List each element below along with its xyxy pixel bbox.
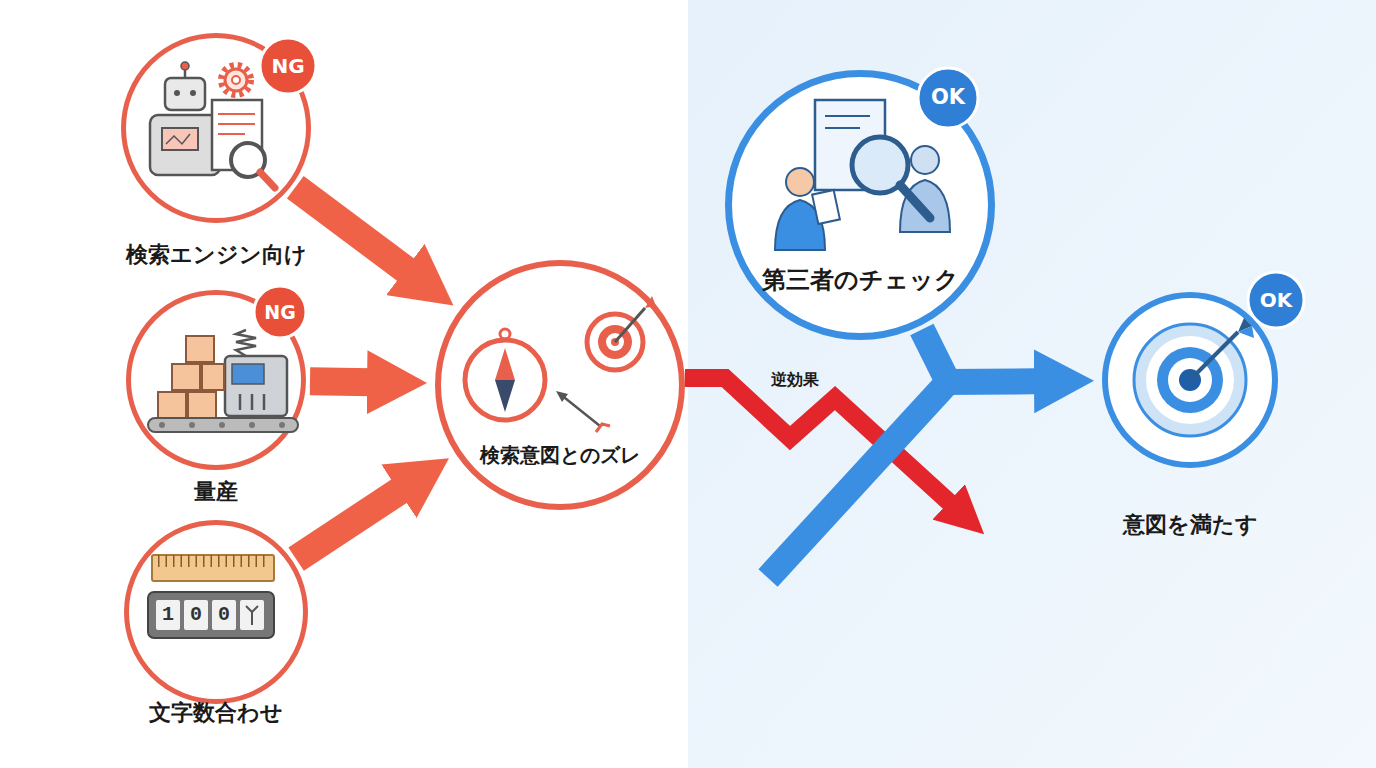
- status-badge-text: OK: [1260, 288, 1293, 312]
- circle-outline: [124, 520, 308, 704]
- third-party-check-icon: [775, 100, 950, 250]
- node-label: 文字数合わせ: [149, 700, 283, 726]
- circle-outline: [126, 290, 306, 470]
- left-ground: [0, 0, 688, 768]
- circle-node: 第三者のチェック: [725, 70, 995, 340]
- merge-line: [768, 382, 948, 578]
- ruler-counter-icon: [148, 555, 274, 638]
- status-badge-text: OK: [931, 85, 965, 110]
- circle-outline: [121, 33, 311, 223]
- status-badge-text: NG: [264, 301, 296, 324]
- label-slot: NG: [264, 301, 296, 324]
- circle-node: 検索意図とのズレ: [435, 260, 685, 510]
- circle-outline: [1102, 292, 1278, 468]
- circle-shape: [129, 293, 304, 468]
- circle-node: 量産: [126, 290, 306, 470]
- label-slot: OK: [931, 85, 965, 110]
- flow-arrow: [922, 329, 1054, 382]
- circle-node: 意図を満たす: [1102, 292, 1278, 468]
- label-slot: OK: [1260, 288, 1293, 312]
- counter-digits: 100: [162, 603, 246, 627]
- compass-target-icon: [465, 296, 656, 432]
- node-label: 検索意図とのズレ: [480, 443, 640, 467]
- arrow-label: 逆効果: [767, 370, 823, 389]
- status-badge-text: NG: [271, 54, 304, 78]
- circle-node: 検索エンジン向け: [121, 33, 311, 223]
- target-icon: [1134, 318, 1254, 436]
- robot-icon: [150, 62, 275, 188]
- reverse-effect-arrow: [685, 378, 962, 514]
- circle-node: 文字数合わせ: [124, 520, 308, 704]
- flow-arrow: [295, 187, 421, 281]
- flow-arrow: [310, 381, 387, 382]
- circle-outline: [725, 70, 995, 340]
- node-label: 第三者のチェック: [762, 265, 959, 294]
- mass-production-icon: [148, 330, 298, 432]
- node-label: 意図を満たす: [1123, 512, 1258, 538]
- label-slot: NG: [271, 54, 304, 78]
- circle-shape: [438, 263, 682, 507]
- circle-shape: [729, 74, 992, 337]
- right-ground: [688, 0, 1376, 768]
- node-label: 量産: [194, 479, 238, 505]
- label-slot: 逆効果: [767, 370, 823, 389]
- node-label: 検索エンジン向け: [126, 242, 307, 268]
- flow-arrow: [296, 480, 415, 559]
- circle-shape: [124, 36, 309, 221]
- label-slot: 100: [162, 603, 246, 627]
- circle-outline: [435, 260, 685, 510]
- circle-shape: [1105, 295, 1275, 465]
- status-badges: [254, 38, 1304, 338]
- circle-shape: [127, 523, 306, 702]
